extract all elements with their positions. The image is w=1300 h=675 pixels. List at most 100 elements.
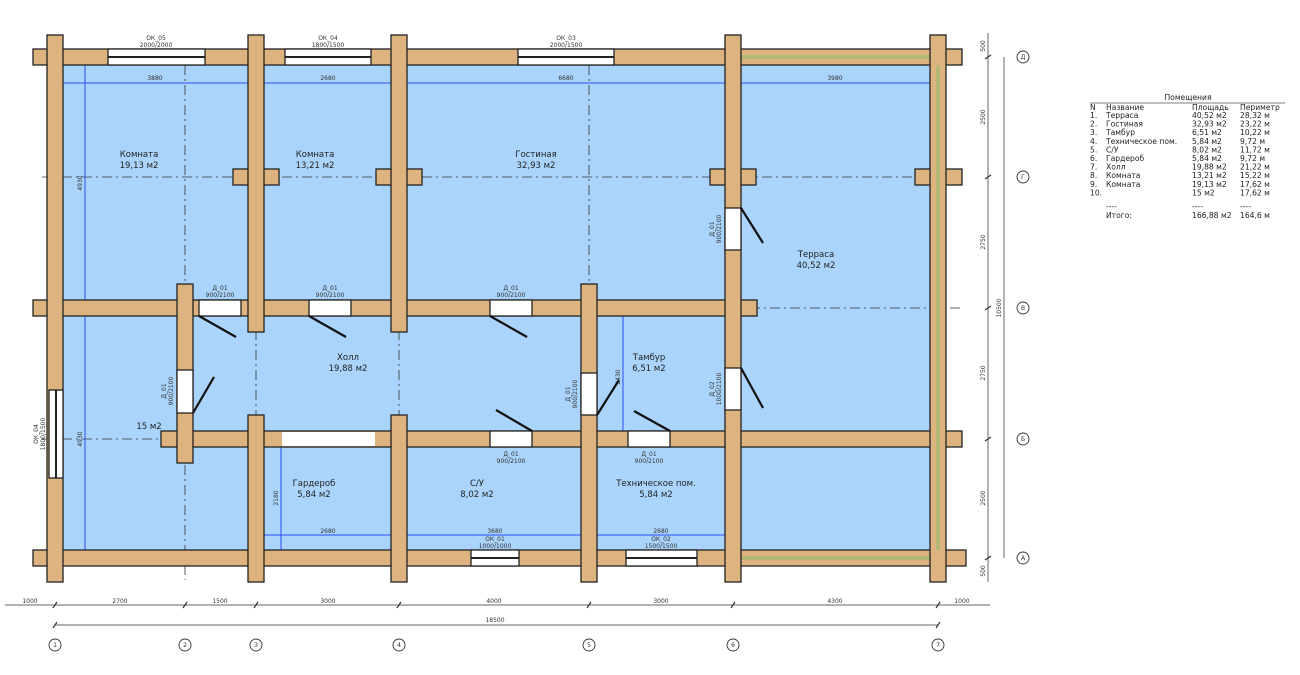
schedule-cell: 15 м2 xyxy=(1192,188,1215,197)
window-label-size: 1800/1500 xyxy=(40,418,47,451)
room-name: Терраса xyxy=(797,250,834,260)
schedule-cell: 32,93 м2 xyxy=(1192,120,1227,129)
door-label-size: 900/2100 xyxy=(168,376,175,405)
room-area: 13,21 м2 xyxy=(296,161,335,171)
window-label-size: 2000/1500 xyxy=(550,42,583,49)
door-label-id: Д_01 xyxy=(709,221,716,237)
door-label-id: Д_01 xyxy=(322,285,338,292)
schedule-cell: 8. xyxy=(1090,171,1097,180)
dim-total: 18500 xyxy=(485,617,504,624)
schedule-cell: 9,72 м xyxy=(1240,137,1265,146)
dim-text: 2750 xyxy=(980,234,987,249)
room-dim: 2680 xyxy=(320,75,335,82)
axis-label: 5 xyxy=(587,642,591,649)
separator: ---- xyxy=(1240,202,1251,211)
room-name: Комната xyxy=(296,150,335,160)
room-area: 19,13 м2 xyxy=(120,161,159,171)
door-label-size: 900/2100 xyxy=(716,214,723,243)
room-area: 19,88 м2 xyxy=(329,364,368,374)
door-label-size: 900/2100 xyxy=(572,379,579,408)
window-ok04-left xyxy=(48,389,64,479)
room-dim: 3680 xyxy=(487,528,502,535)
room-area: 40,52 м2 xyxy=(797,261,836,271)
door-label-size: 900/2100 xyxy=(635,458,664,465)
header-perimeter: Периметр xyxy=(1240,103,1280,112)
schedule-cell: 23,22 м xyxy=(1240,120,1270,129)
window-label-id: ОК_02 xyxy=(651,536,671,543)
door-label-id: Д_01 xyxy=(503,285,519,292)
total-area: 166,88 м2 xyxy=(1192,211,1232,220)
window-label-id: ОК_05 xyxy=(146,35,166,42)
dim-text: 4300 xyxy=(827,598,842,605)
schedule-cell: 40,52 м2 xyxy=(1192,111,1227,120)
dim-text: 4000 xyxy=(486,598,501,605)
axis-label: Г xyxy=(1021,174,1025,181)
window-label-size: 1800/1500 xyxy=(312,42,345,49)
schedule-cell: 5,84 м2 xyxy=(1192,154,1222,163)
room-name: Техническое пом. xyxy=(615,479,696,489)
dim-total: 10500 xyxy=(996,298,1003,317)
schedule-cell: 8,02 м2 xyxy=(1192,145,1222,154)
room-name: Комната xyxy=(120,150,159,160)
schedule-cell: Терраса xyxy=(1105,111,1138,120)
dim-text: 1000 xyxy=(954,598,969,605)
bottom-dimensions: 1000 2700 1500 3000 4000 3000 4300 1000 … xyxy=(5,598,990,629)
window-label-id: ОК_04 xyxy=(318,35,338,42)
axis-label: 2 xyxy=(183,642,187,649)
axis-label: 6 xyxy=(731,642,735,649)
door-label-id: Д_01 xyxy=(565,386,572,402)
schedule-cell: 3. xyxy=(1090,128,1097,137)
room-area: 32,93 м2 xyxy=(517,161,556,171)
room-dimension-lines xyxy=(63,65,930,550)
schedule-cell: 4. xyxy=(1090,137,1097,146)
door-label-size: 900/2100 xyxy=(497,292,526,299)
dim-text: 3000 xyxy=(653,598,668,605)
window-label-size: 2000/2000 xyxy=(140,42,173,49)
schedule-cell: Холл xyxy=(1106,163,1126,172)
door-label-id: Д_01 xyxy=(641,451,657,458)
door-label-id: Д_01 xyxy=(503,451,519,458)
separator: ---- xyxy=(1192,202,1203,211)
schedule-title: Помещения xyxy=(1164,93,1211,102)
window-label-id: ОК_04 xyxy=(33,424,40,444)
room-dim: 2680 xyxy=(320,528,335,535)
windows xyxy=(48,48,698,567)
schedule-cell: 1. xyxy=(1090,111,1097,120)
window-label-size: 1000/1000 xyxy=(479,543,512,550)
axis-label: Д xyxy=(1021,54,1026,61)
schedule-cell: 9,72 м xyxy=(1240,154,1265,163)
schedule-cell: 6. xyxy=(1090,154,1097,163)
door-label-size: 1000/2100 xyxy=(716,373,723,406)
header-n: N xyxy=(1090,103,1096,112)
room-name: Холл xyxy=(337,353,359,363)
dim-text: 2500 xyxy=(980,490,987,505)
axis-label: 4 xyxy=(397,642,401,649)
header-area: Площадь xyxy=(1192,103,1229,112)
window-ok03 xyxy=(517,48,615,66)
dim-text: 2700 xyxy=(112,598,127,605)
schedule-cell: 9. xyxy=(1090,180,1097,189)
window-ok05 xyxy=(107,48,206,66)
room-area: 5,84 м2 xyxy=(297,490,330,500)
separator: ---- xyxy=(1106,202,1117,211)
room-area: 5,84 м2 xyxy=(639,490,672,500)
room-dim: 4930 xyxy=(77,431,84,446)
schedule-cell: 17,62 м xyxy=(1240,188,1270,197)
dim-text: 500 xyxy=(980,565,987,577)
schedule-cell: Комната xyxy=(1106,180,1140,189)
room-dim: 3980 xyxy=(827,75,842,82)
total-label: Итого: xyxy=(1106,211,1132,220)
axis-label: 3 xyxy=(254,642,258,649)
schedule-cell: 10,22 м xyxy=(1240,128,1270,137)
dim-text: 2750 xyxy=(980,365,987,380)
door-label-size: 900/2100 xyxy=(316,292,345,299)
dim-text: 1500 xyxy=(212,598,227,605)
schedule-cell: Комната xyxy=(1106,171,1140,180)
room-area: 8,02 м2 xyxy=(460,490,493,500)
